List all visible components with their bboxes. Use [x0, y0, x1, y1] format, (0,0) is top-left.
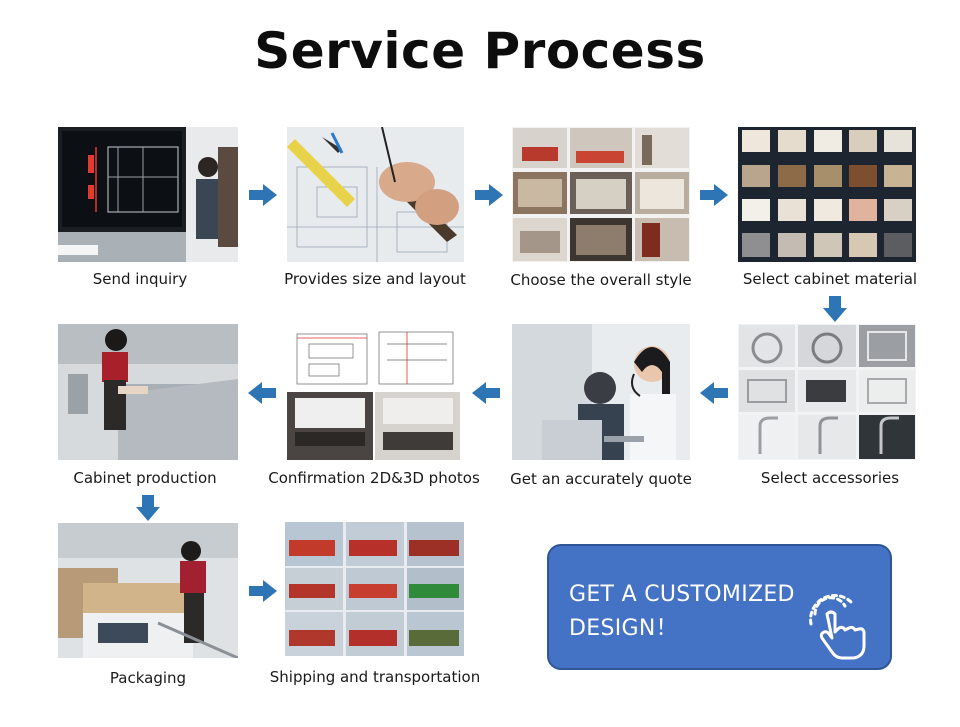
arrow-down-icon — [136, 495, 160, 521]
step-caption-production: Cabinet production — [73, 469, 217, 487]
step-caption-accessories: Select accessories — [760, 469, 900, 487]
step-caption-size-layout: Provides size and layout — [284, 270, 466, 288]
arrow-right-icon — [475, 184, 503, 206]
arrow-left-icon — [700, 382, 728, 404]
step-photo-production — [58, 324, 238, 460]
step-photo-overall-style — [512, 127, 690, 262]
step-photo-packaging — [58, 523, 238, 658]
step-caption-shipping: Shipping and transportation — [269, 668, 481, 686]
step-caption-send-inquiry: Send inquiry — [92, 270, 188, 288]
arrow-right-icon — [249, 184, 277, 206]
arrow-down-icon — [823, 296, 847, 322]
step-photo-size-layout — [287, 127, 464, 262]
step-caption-quote: Get an accurately quote — [510, 470, 692, 488]
step-photo-cabinet-material — [738, 127, 916, 262]
step-caption-confirmation: Confirmation 2D&3D photos — [268, 469, 480, 487]
step-photo-send-inquiry — [58, 127, 238, 262]
cta-label-line2: DESIGN！ — [569, 616, 678, 641]
hand-tap-icon — [809, 594, 866, 660]
step-photo-accessories — [738, 324, 916, 460]
step-photo-confirmation — [287, 324, 460, 460]
page-title: Service Process — [254, 22, 706, 80]
step-photo-shipping — [285, 522, 464, 656]
cta-label-line1: GET A CUSTOMIZED — [569, 582, 795, 607]
arrow-right-icon — [249, 580, 277, 602]
get-customized-design-button[interactable]: GET A CUSTOMIZED DESIGN！ — [547, 544, 892, 670]
arrow-right-icon — [700, 184, 728, 206]
arrow-left-icon — [248, 382, 276, 404]
step-caption-packaging: Packaging — [109, 669, 187, 687]
arrow-left-icon — [472, 382, 500, 404]
cta-label: GET A CUSTOMIZED DESIGN！ — [569, 578, 799, 646]
step-photo-quote — [512, 324, 690, 460]
step-caption-overall-style: Choose the overall style — [510, 271, 692, 289]
step-caption-cabinet-material: Select cabinet material — [742, 270, 918, 288]
